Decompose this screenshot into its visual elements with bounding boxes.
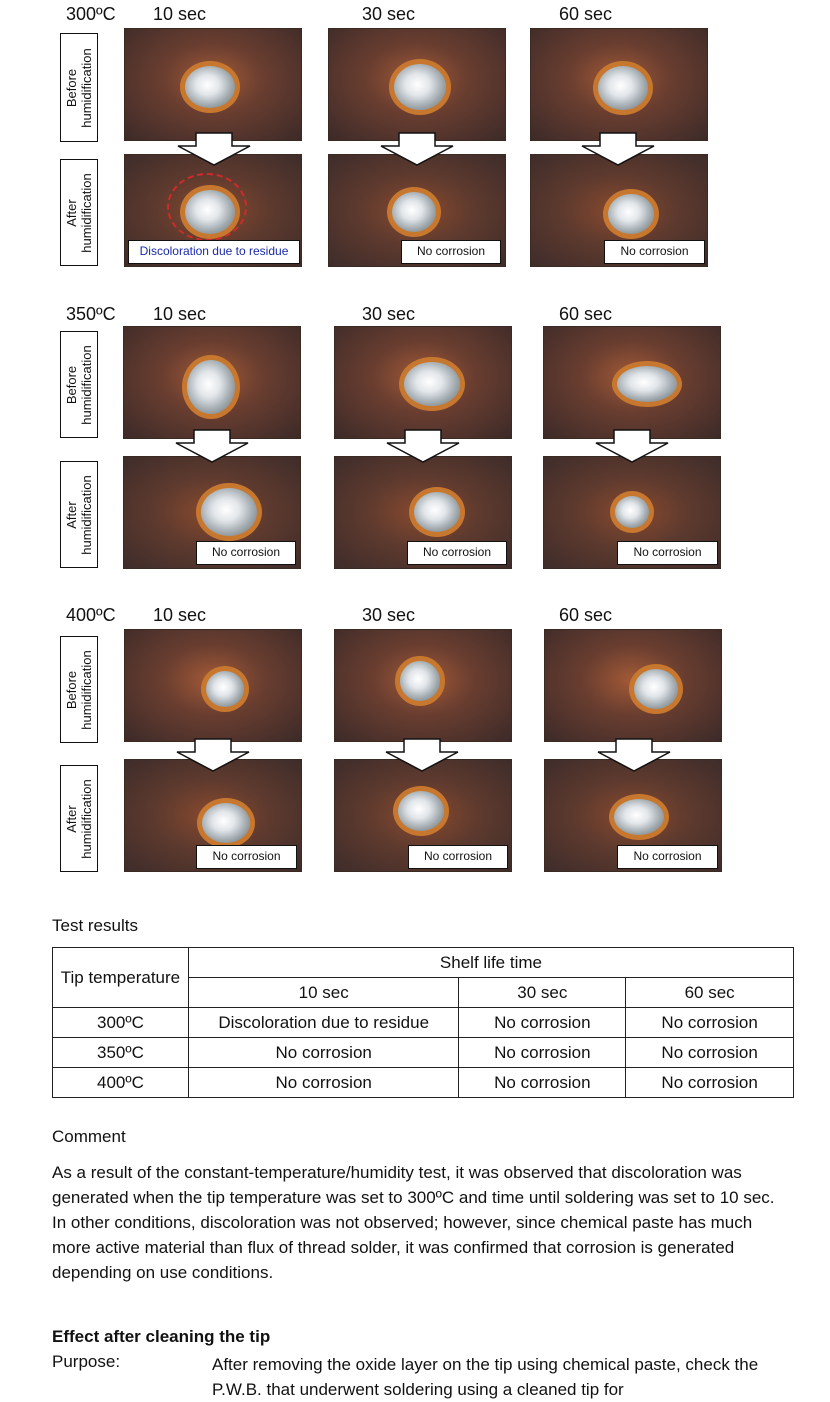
table-row: 300ºC Discoloration due to residue No co… <box>52 1007 794 1038</box>
photo-before <box>123 326 301 439</box>
time-label: 10 sec <box>153 605 207 625</box>
result-label: No corrosion <box>196 541 296 565</box>
arrow-down-icon <box>595 429 669 463</box>
time-label: 30 sec <box>362 304 416 324</box>
time-label: 10 sec <box>153 304 207 324</box>
row-label-before: Before humidification <box>60 636 98 743</box>
time-label: 60 sec <box>559 605 613 625</box>
photo-after <box>334 456 512 569</box>
arrow-down-icon <box>597 738 671 772</box>
photo-before <box>124 28 302 141</box>
table-cell: No corrosion <box>458 1037 627 1068</box>
arrow-down-icon <box>380 132 454 166</box>
table-cell: 400ºC <box>52 1067 189 1098</box>
table-cell: No corrosion <box>187 1037 460 1068</box>
table-cell: No corrosion <box>458 1067 627 1098</box>
table-row: 350ºC No corrosion No corrosion No corro… <box>52 1037 794 1068</box>
result-label: No corrosion <box>401 240 501 264</box>
time-label: 30 sec <box>362 4 416 24</box>
purpose-text: After removing the oxide layer on the ti… <box>212 1355 759 1399</box>
row-label-after: After humidification <box>60 765 98 872</box>
result-label: No corrosion <box>408 845 508 869</box>
arrow-down-icon <box>385 738 459 772</box>
time-label: 60 sec <box>559 4 613 24</box>
table-cell: No corrosion <box>187 1067 460 1098</box>
photo-before <box>334 629 512 742</box>
comment-body: As a result of the constant-temperature/… <box>52 1163 775 1282</box>
purpose-label: Purpose: <box>52 1352 121 1371</box>
photo-before <box>124 629 302 742</box>
time-label: 60 sec <box>559 304 613 324</box>
comment-heading: Comment <box>52 1127 126 1146</box>
photo-before <box>530 28 708 141</box>
row-label-before: Before humidification <box>60 331 98 438</box>
arrow-down-icon <box>177 132 251 166</box>
table-cell: 300ºC <box>52 1007 189 1038</box>
photo-before <box>328 28 506 141</box>
table-subheader: 10 sec <box>187 977 460 1008</box>
photo-before <box>544 629 722 742</box>
arrow-down-icon <box>581 132 655 166</box>
photo-before <box>543 326 721 439</box>
table-header-shelf: Shelf life time <box>187 947 795 978</box>
arrow-down-icon <box>175 429 249 463</box>
table-cell: No corrosion <box>625 1037 794 1068</box>
result-label: No corrosion <box>196 845 297 869</box>
table-cell: No corrosion <box>625 1067 794 1098</box>
table-cell: No corrosion <box>625 1007 794 1038</box>
table-cell: Discoloration due to residue <box>187 1007 460 1038</box>
table-subheader: 30 sec <box>458 977 627 1008</box>
photo-before <box>334 326 512 439</box>
arrow-down-icon <box>176 738 250 772</box>
row-label-before: Before humidification <box>60 33 98 142</box>
test-results-heading: Test results <box>52 916 138 935</box>
arrow-down-icon <box>386 429 460 463</box>
result-label: No corrosion <box>617 541 718 565</box>
results-table: Tip temperature Shelf life time 10 sec 3… <box>52 947 795 1098</box>
result-label: No corrosion <box>617 845 718 869</box>
table-header-tip: Tip temperature <box>52 947 189 1008</box>
result-label: No corrosion <box>407 541 507 565</box>
row-label-after: After humidification <box>60 159 98 266</box>
table-subheader: 60 sec <box>625 977 794 1008</box>
table-cell: No corrosion <box>458 1007 627 1038</box>
table-row: 400ºC No corrosion No corrosion No corro… <box>52 1067 794 1098</box>
group-temp-label: 300ºC <box>66 4 116 24</box>
table-cell: 350ºC <box>52 1037 189 1068</box>
time-label: 10 sec <box>153 4 207 24</box>
effect-heading: Effect after cleaning the tip <box>52 1327 271 1346</box>
result-label: Discoloration due to residue <box>128 240 300 264</box>
time-label: 30 sec <box>362 605 416 625</box>
row-label-after: After humidification <box>60 461 98 568</box>
group-temp-label: 400ºC <box>66 605 116 625</box>
result-label: No corrosion <box>604 240 705 264</box>
group-temp-label: 350ºC <box>66 304 116 324</box>
